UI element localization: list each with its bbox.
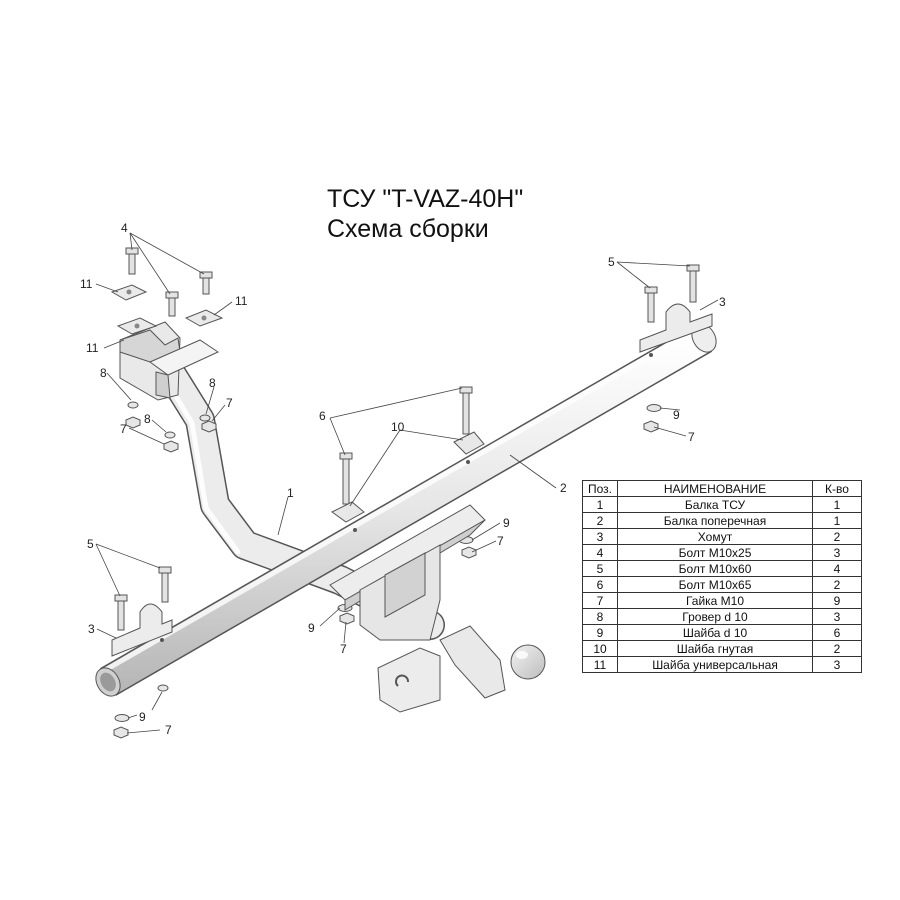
- bent-washers: [331, 431, 485, 523]
- name-cell: Гровер d 10: [617, 608, 813, 625]
- leader-lines: [95, 232, 719, 734]
- pos-cell: 6: [582, 576, 618, 593]
- callout-10: 10: [391, 420, 405, 434]
- pos-cell: 7: [582, 592, 618, 609]
- callout-7-left-bracket: 7: [120, 422, 127, 436]
- callout-7-lower: 7: [340, 642, 347, 656]
- left-bracket: [119, 321, 220, 401]
- title-model: ТСУ "T-VAZ-40H": [327, 185, 524, 213]
- pos-cell: 2: [582, 512, 618, 529]
- header-name: НАИМЕНОВАНИЕ: [617, 480, 813, 497]
- name-cell: Шайба универсальная: [617, 656, 813, 673]
- qty-cell: 6: [812, 624, 862, 641]
- parts-table-header: Поз. НАИМЕНОВАНИЕ К-во: [582, 480, 862, 497]
- pos-cell: 4: [582, 544, 618, 561]
- callout-8-left: 8: [100, 366, 107, 380]
- diagram-title: ТСУ "T-VAZ-40H" Схема сборки: [327, 184, 523, 244]
- callout-7-right-end: 7: [688, 430, 695, 444]
- callout-2: 2: [560, 481, 567, 495]
- callout-11-right: 11: [235, 294, 248, 308]
- callout-labels: 1 2 3 3 4 5 5 6 7 7 7 7 7 7 8 8 8 9 9 9 …: [80, 221, 726, 737]
- callout-9-left-end: 9: [139, 710, 146, 724]
- qty-cell: 9: [812, 592, 862, 609]
- qty-cell: 3: [812, 544, 862, 561]
- name-cell: Балка ТСУ: [617, 496, 813, 513]
- ball-mount: [377, 625, 546, 713]
- callout-5-right: 5: [608, 255, 615, 269]
- callout-9-lower: 9: [308, 621, 315, 635]
- callout-7-left-end: 7: [165, 723, 172, 737]
- bolts: [114, 247, 700, 631]
- callout-9-center: 9: [503, 516, 510, 530]
- qty-cell: 2: [812, 576, 862, 593]
- qty-cell: 3: [812, 656, 862, 673]
- qty-cell: 3: [812, 608, 862, 625]
- fasteners: [113, 401, 662, 739]
- name-cell: Балка поперечная: [617, 512, 813, 529]
- callout-3-right: 3: [719, 295, 726, 309]
- title-subtitle: Схема сборки: [327, 215, 489, 243]
- callout-11-bracket: 11: [86, 341, 99, 355]
- header-pos: Поз.: [582, 480, 618, 497]
- pos-cell: 11: [582, 656, 618, 673]
- callout-11-top: 11: [80, 277, 93, 291]
- callout-8-middle: 8: [144, 412, 151, 426]
- pos-cell: 10: [582, 640, 618, 657]
- clamp-right: [639, 303, 713, 353]
- callout-7-center: 7: [497, 534, 504, 548]
- name-cell: Хомут: [617, 528, 813, 545]
- qty-cell: 1: [812, 512, 862, 529]
- callout-1: 1: [287, 486, 294, 500]
- name-cell: Шайба гнутая: [617, 640, 813, 657]
- pos-cell: 5: [582, 560, 618, 577]
- pos-cell: 1: [582, 496, 618, 513]
- universal-washers: [110, 284, 224, 335]
- callout-5-left: 5: [87, 537, 94, 551]
- pos-cell: 3: [582, 528, 618, 545]
- center-bracket: [329, 504, 486, 641]
- pos-cell: 9: [582, 624, 618, 641]
- name-cell: Болт М10х65: [617, 576, 813, 593]
- qty-cell: 4: [812, 560, 862, 577]
- name-cell: Гайка М10: [617, 592, 813, 609]
- qty-cell: 1: [812, 496, 862, 513]
- name-cell: Болт М10х25: [617, 544, 813, 561]
- callout-4: 4: [121, 221, 128, 235]
- callout-6: 6: [319, 409, 326, 423]
- callout-8-right: 8: [209, 376, 216, 390]
- qty-cell: 2: [812, 640, 862, 657]
- callout-3-left: 3: [88, 622, 95, 636]
- name-cell: Болт М10х60: [617, 560, 813, 577]
- callout-7-bracket-right: 7: [226, 396, 233, 410]
- qty-cell: 2: [812, 528, 862, 545]
- clamp-left: [111, 603, 173, 657]
- cross-beam: [95, 323, 717, 697]
- name-cell: Шайба d 10: [617, 624, 813, 641]
- pos-cell: 8: [582, 608, 618, 625]
- header-qty: К-во: [812, 480, 862, 497]
- callout-9-right-end: 9: [673, 408, 680, 422]
